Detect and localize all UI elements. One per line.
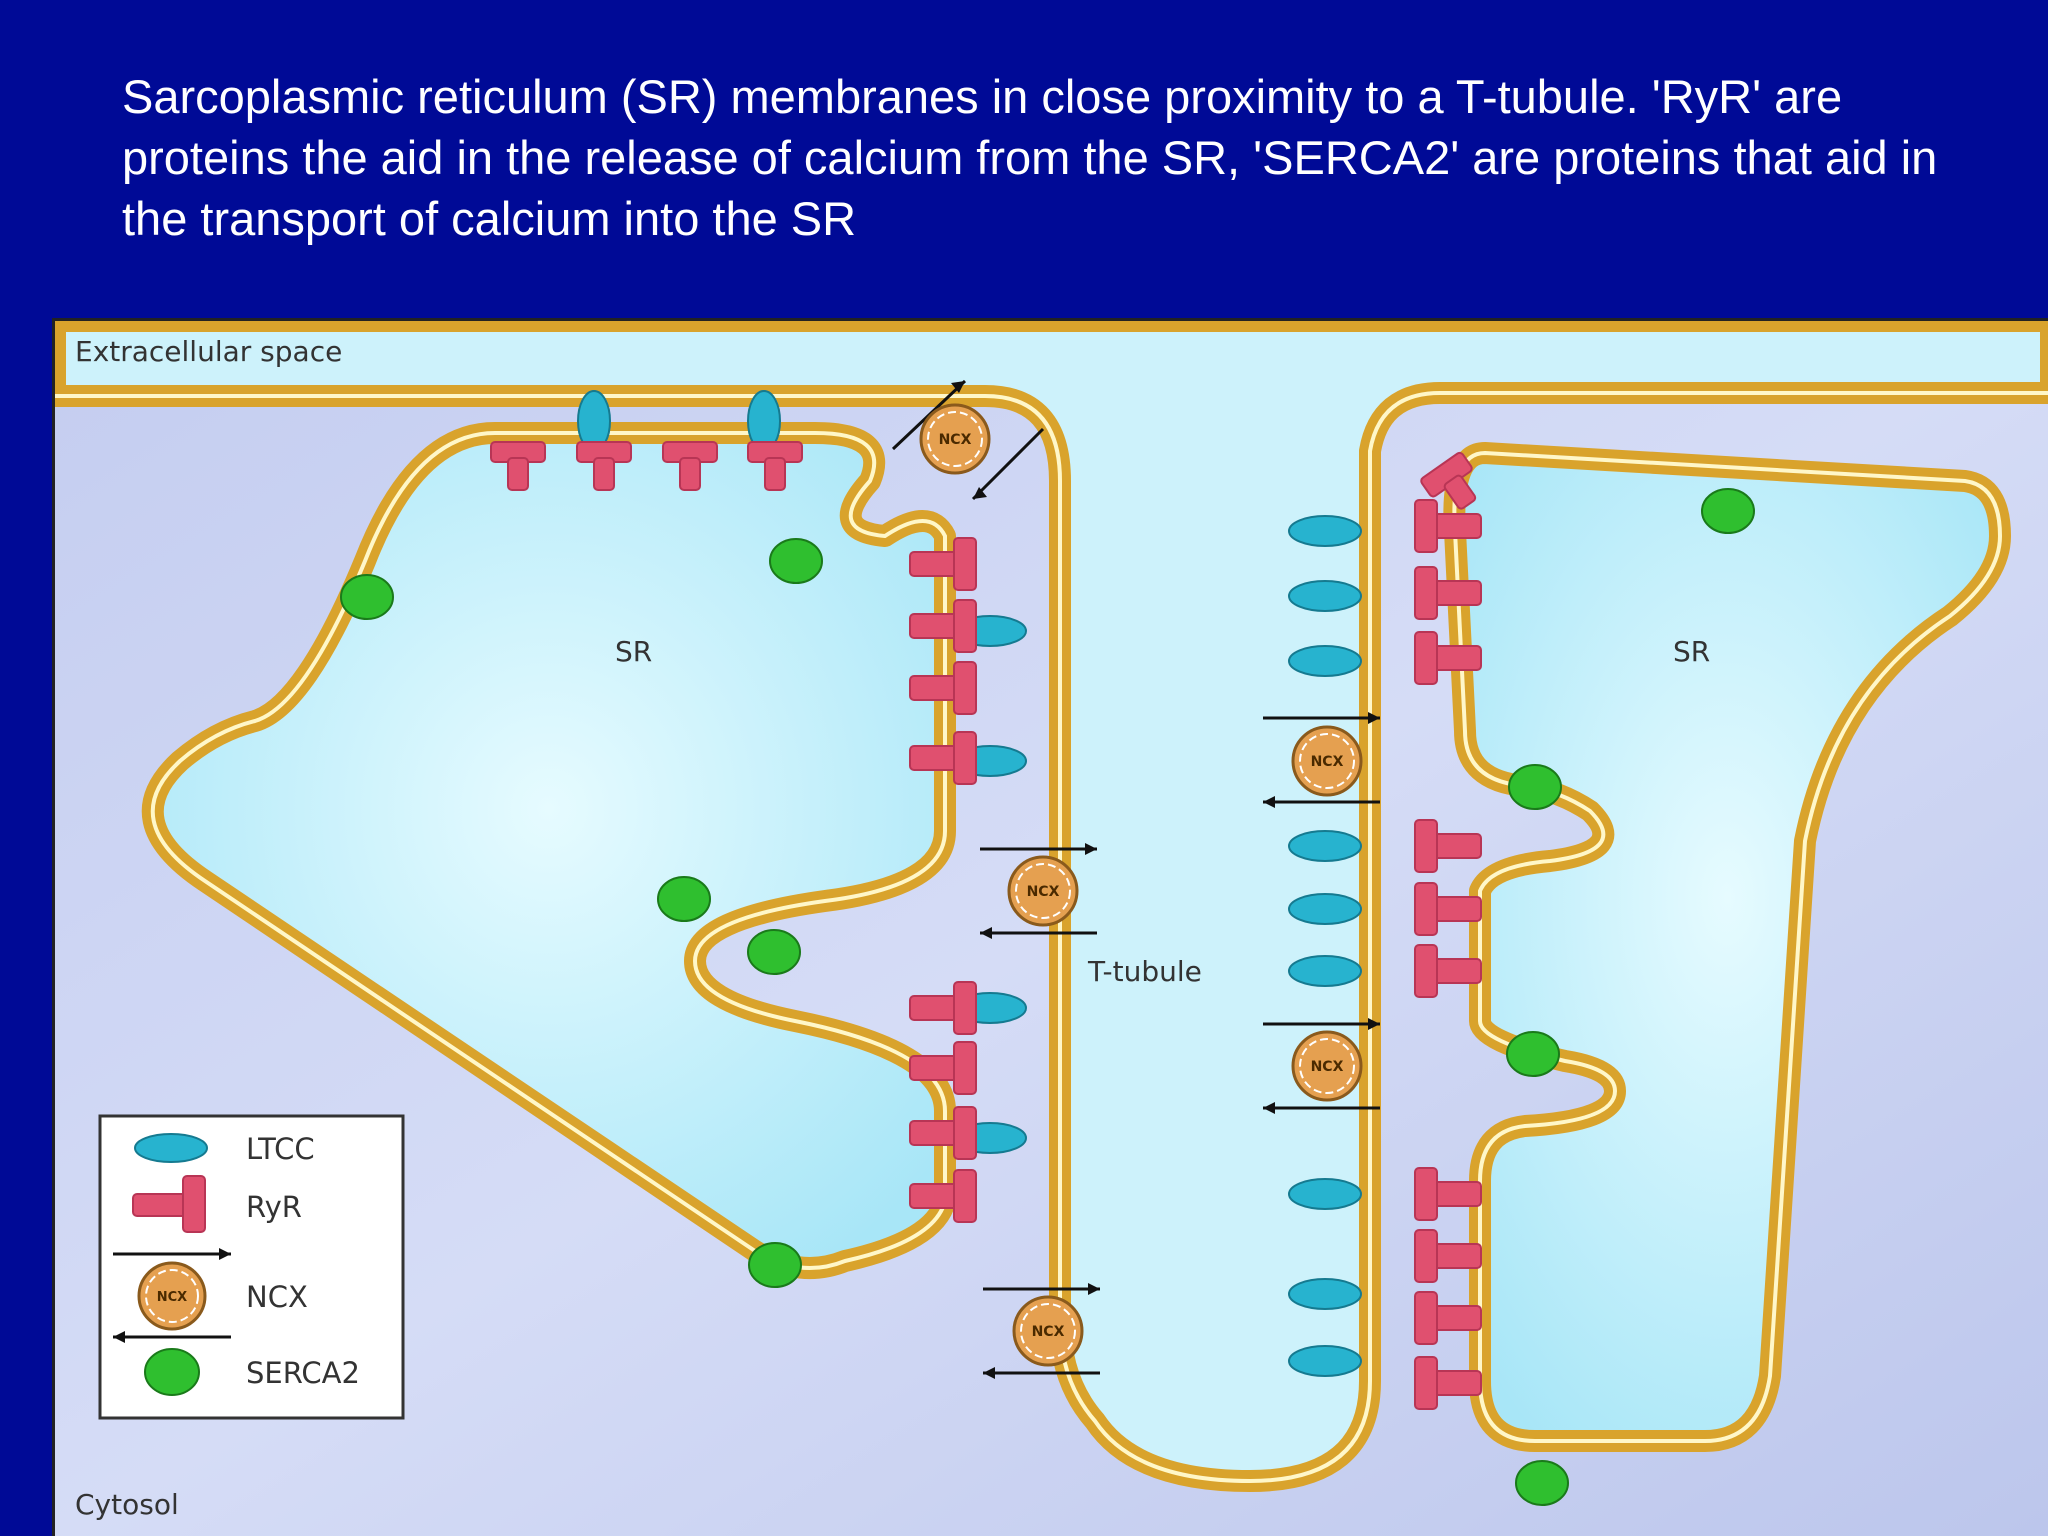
- ncx-icon: NCX: [983, 1283, 1100, 1379]
- diagram-svg: NCX NCX NCX NCX: [55, 321, 2048, 1536]
- extracellular-space-label: Extracellular space: [75, 335, 342, 368]
- ncx-mark-label: NCX: [1311, 1059, 1344, 1075]
- ltcc-icon: [1288, 580, 1362, 612]
- ncx-icon: NCX: [113, 1248, 231, 1343]
- serca2-icon: [1701, 488, 1755, 534]
- serca2-icon: [769, 538, 823, 584]
- ncx-icon: NCX: [891, 379, 1045, 501]
- ltcc-icon: [1288, 645, 1362, 677]
- ryr-icon: [1420, 451, 1477, 510]
- legend-label-ltcc: LTCC: [246, 1132, 315, 1166]
- ryr-group: [490, 441, 1482, 1410]
- ncx-group: NCX NCX NCX NCX: [891, 379, 1380, 1379]
- sr-left-label: SR: [615, 635, 652, 668]
- serca2-icon: [748, 1242, 802, 1288]
- legend-label-ryr: RyR: [246, 1190, 302, 1224]
- sr-ttubule-diagram: NCX NCX NCX NCX: [52, 318, 2048, 1536]
- legend: LTCC RyR NCX NCX SERCA2: [98, 1114, 405, 1420]
- legend-label-ncx: NCX: [246, 1280, 308, 1314]
- ltcc-icon: [1288, 830, 1362, 862]
- ltcc-icon: [1288, 893, 1362, 925]
- sr-right-label: SR: [1673, 635, 1710, 668]
- serca2-icon: [747, 929, 801, 975]
- ttubule-label: T-tubule: [1087, 955, 1202, 988]
- ncx-mark-label: NCX: [1311, 754, 1344, 770]
- ltcc-icon: [134, 1133, 208, 1163]
- ncx-mark-label: NCX: [1027, 884, 1060, 900]
- ncx-icon: NCX: [1263, 712, 1380, 808]
- serca2-icon: [144, 1348, 200, 1396]
- serca2-icon: [1506, 1031, 1560, 1077]
- ltcc-icon: [1288, 1345, 1362, 1377]
- ncx-mark-label: NCX: [939, 432, 972, 448]
- ltcc-icon: [1288, 515, 1362, 547]
- ltcc-icon: [1288, 955, 1362, 987]
- serca2-group: [340, 488, 1755, 1506]
- legend-label-serca2: SERCA2: [246, 1356, 360, 1390]
- serca2-icon: [340, 574, 394, 620]
- sr-left-membrane-highlight: [150, 431, 947, 1271]
- plasma-membrane-highlight: [55, 391, 2048, 1484]
- ltcc-icon: [1288, 1178, 1362, 1210]
- ncx-icon: NCX: [980, 843, 1097, 939]
- serca2-icon: [1515, 1460, 1569, 1506]
- ncx-mark-label: NCX: [1032, 1324, 1065, 1340]
- ryr-icon: [132, 1175, 206, 1233]
- ncx-icon: NCX: [1263, 1018, 1380, 1114]
- cytosol-label: Cytosol: [75, 1488, 179, 1521]
- serca2-icon: [1508, 764, 1562, 810]
- serca2-icon: [657, 876, 711, 922]
- ltcc-icon: [1288, 1278, 1362, 1310]
- slide-title: Sarcoplasmic reticulum (SR) membranes in…: [122, 70, 1938, 245]
- ncx-mark-label: NCX: [157, 1290, 187, 1305]
